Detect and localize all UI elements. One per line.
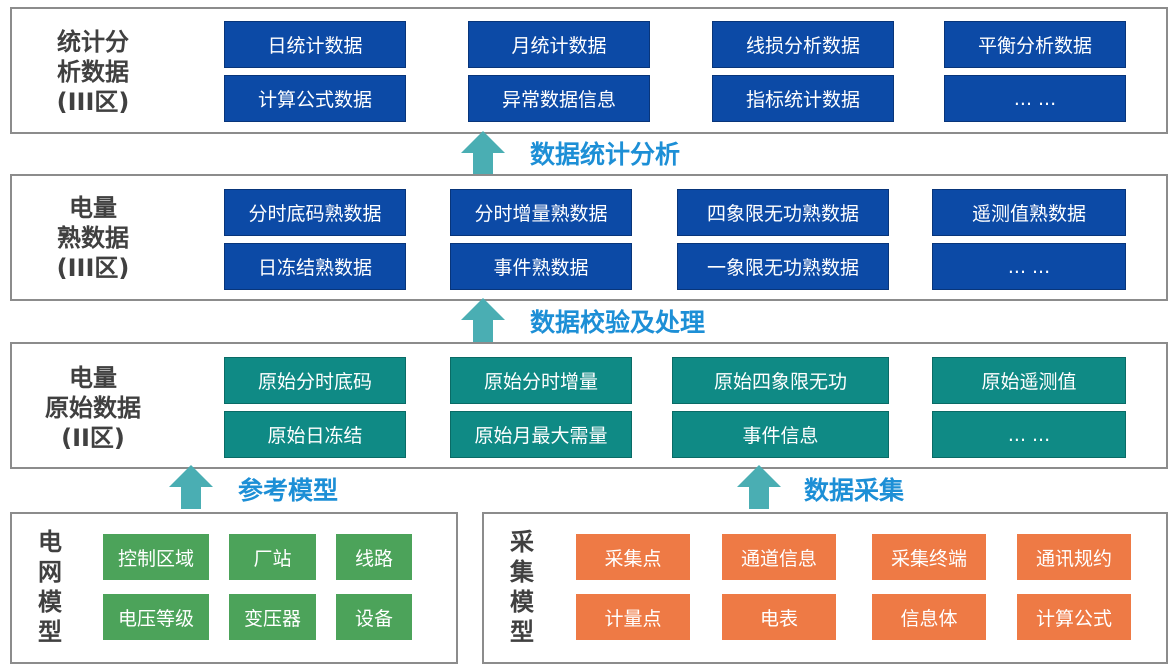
- collect-item-info-object: 信息体: [872, 594, 986, 640]
- cooked-item-tou-reading: 分时底码熟数据: [224, 189, 406, 236]
- up-arrow-icon: [461, 298, 505, 342]
- grid-item-station: 厂站: [229, 534, 316, 580]
- grid-item-transformer: 变压器: [229, 594, 316, 640]
- collect-item-meter: 电表: [722, 594, 836, 640]
- stats-item-line-loss: 线损分析数据: [712, 21, 894, 68]
- cooked-layer-title-line2: 熟数据: [57, 224, 129, 252]
- stats-layer-title-line1: 统计分: [57, 28, 129, 56]
- cooked-item-one-quadrant: 一象限无功熟数据: [677, 243, 889, 290]
- cooked-layer-title-line3: (III区): [56, 254, 130, 282]
- grid-model-title: 电网模型: [38, 528, 62, 646]
- raw-item-tou-reading: 原始分时底码: [224, 357, 406, 404]
- cooked-item-tou-increment: 分时增量熟数据: [450, 189, 632, 236]
- raw-item-daily-freeze: 原始日冻结: [224, 411, 406, 458]
- stats-item-balance: 平衡分析数据: [944, 21, 1126, 68]
- raw-item-event-info: 事件信息: [672, 411, 889, 458]
- raw-item-more: ... ...: [932, 411, 1126, 458]
- raw-item-four-quadrant: 原始四象限无功: [672, 357, 889, 404]
- collect-item-collection-point: 采集点: [576, 534, 690, 580]
- up-arrow-icon: [461, 131, 505, 175]
- stats-item-daily: 日统计数据: [224, 21, 406, 68]
- raw-item-telemetry: 原始遥测值: [932, 357, 1126, 404]
- stats-item-more: ... ...: [944, 75, 1126, 122]
- raw-layer-title-line2: 原始数据: [45, 394, 141, 422]
- stats-item-monthly: 月统计数据: [468, 21, 650, 68]
- up-arrow-icon: [737, 465, 781, 509]
- flow-label-data-collection: 数据采集: [804, 476, 905, 505]
- grid-item-control-area: 控制区域: [103, 534, 209, 580]
- stats-item-indicator: 指标统计数据: [712, 75, 894, 122]
- stats-item-abnormal: 异常数据信息: [468, 75, 650, 122]
- collect-item-terminal: 采集终端: [872, 534, 986, 580]
- cooked-item-more: ... ...: [932, 243, 1126, 290]
- stats-layer-title-line3: (III区): [56, 88, 130, 116]
- cooked-layer-title-line1: 电量: [69, 194, 117, 222]
- grid-item-line: 线路: [336, 534, 412, 580]
- cooked-item-event: 事件熟数据: [450, 243, 632, 290]
- cooked-item-daily-freeze: 日冻结熟数据: [224, 243, 406, 290]
- stats-layer-title-line2: 析数据: [57, 58, 129, 86]
- cooked-item-telemetry: 遥测值熟数据: [932, 189, 1126, 236]
- raw-layer-title: 电量 原始数据 (II区): [28, 363, 158, 453]
- flow-label-stats-analysis: 数据统计分析: [530, 140, 681, 169]
- flow-label-validate-process: 数据校验及处理: [530, 308, 706, 337]
- collect-item-protocol: 通讯规约: [1017, 534, 1131, 580]
- flow-label-reference-model: 参考模型: [238, 476, 339, 505]
- cooked-layer-title: 电量 熟数据 (III区): [28, 193, 158, 283]
- stats-item-formula: 计算公式数据: [224, 75, 406, 122]
- collect-model-title: 采集模型: [510, 528, 534, 646]
- cooked-item-four-quadrant: 四象限无功熟数据: [677, 189, 889, 236]
- up-arrow-icon: [169, 465, 213, 509]
- grid-item-voltage-level: 电压等级: [103, 594, 209, 640]
- stats-layer-title: 统计分 析数据 (III区): [28, 27, 158, 117]
- collect-item-channel-info: 通道信息: [722, 534, 836, 580]
- collect-item-metering-point: 计量点: [576, 594, 690, 640]
- raw-item-monthly-max-demand: 原始月最大需量: [450, 411, 632, 458]
- raw-layer-title-line3: (II区): [61, 424, 125, 452]
- raw-item-tou-increment: 原始分时增量: [450, 357, 632, 404]
- raw-layer-title-line1: 电量: [69, 364, 117, 392]
- collect-item-formula: 计算公式: [1017, 594, 1131, 640]
- grid-item-equipment: 设备: [336, 594, 412, 640]
